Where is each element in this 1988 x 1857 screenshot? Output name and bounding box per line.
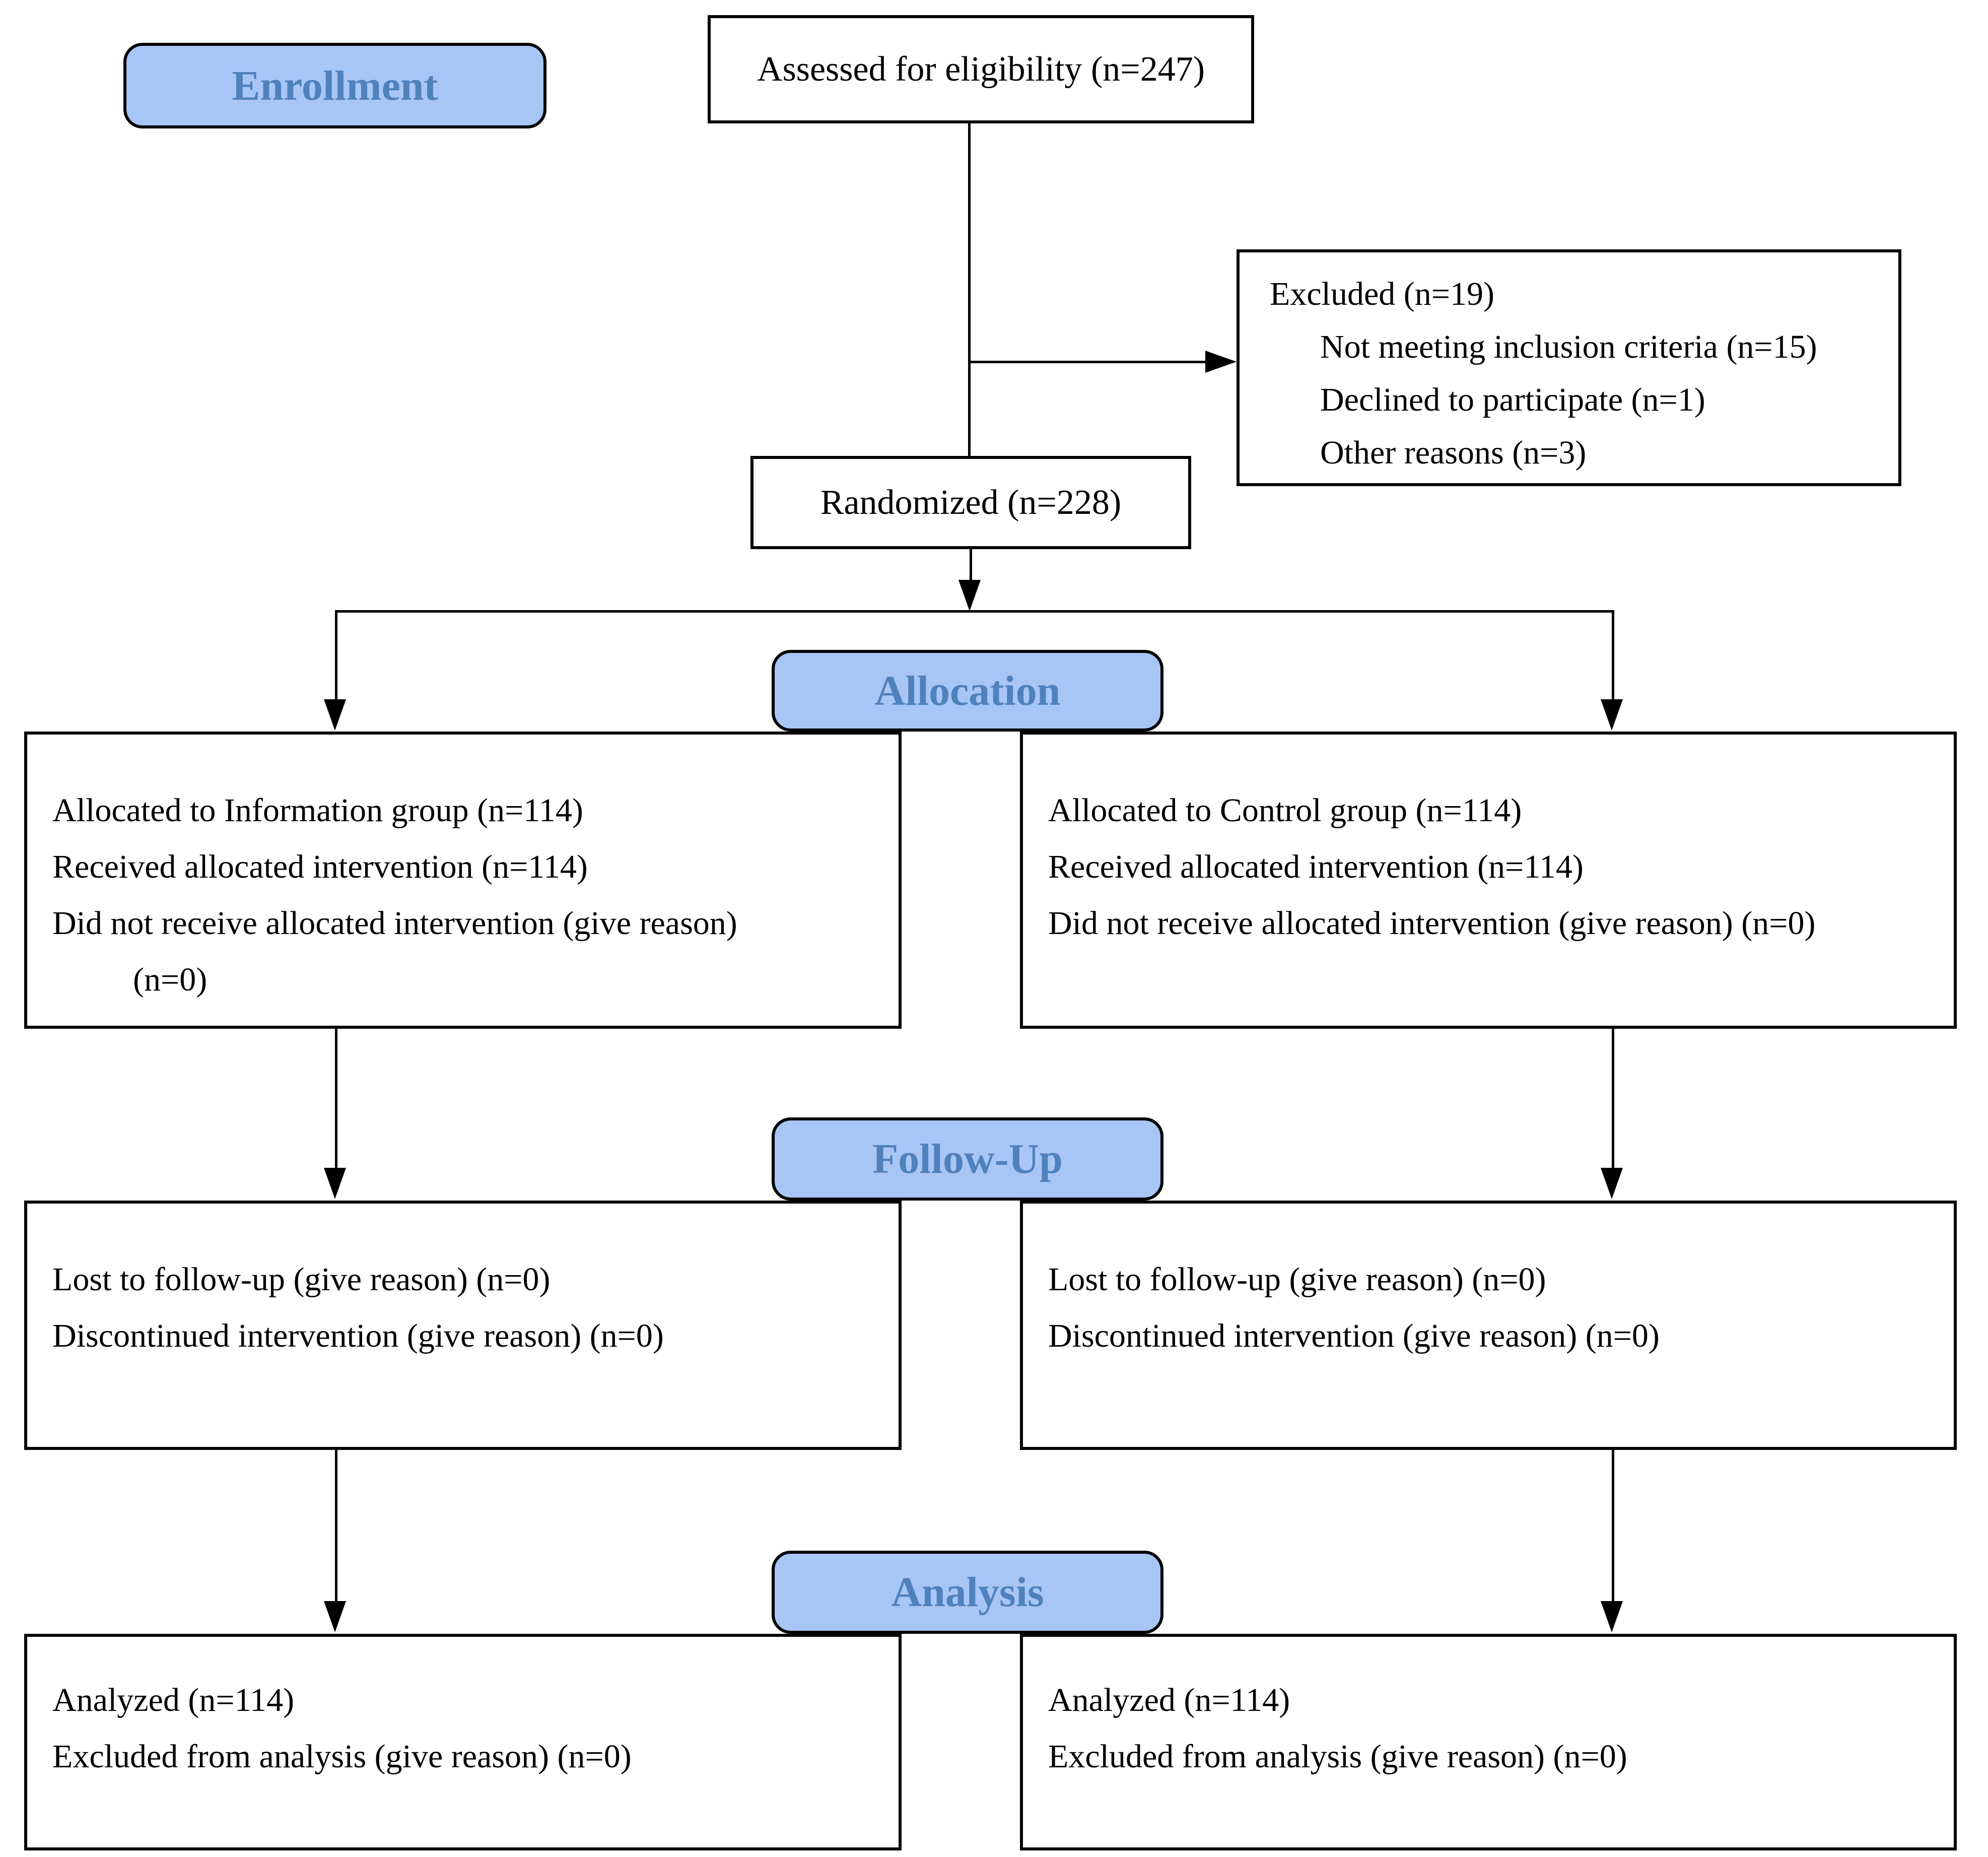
arrowhead-into-analysis-right bbox=[1601, 1601, 1623, 1632]
allocation-left-box: Allocated to Information group (n=114) R… bbox=[24, 732, 902, 1029]
followup-left-line: Discontinued intervention (give reason) … bbox=[52, 1317, 664, 1354]
analysis-right-box: Analyzed (n=114) Excluded from analysis … bbox=[1020, 1634, 1957, 1850]
allocation-right-line: Did not receive allocated intervention (… bbox=[1048, 905, 1816, 942]
stage-box-analysis: Analysis bbox=[772, 1551, 1163, 1634]
arrowhead-randomized-branch bbox=[958, 580, 981, 611]
excluded-box: Excluded (n=19) Not meeting inclusion cr… bbox=[1237, 249, 1901, 486]
excluded-item: Not meeting inclusion criteria (n=15) bbox=[1320, 328, 1817, 365]
allocation-left-line: Allocated to Information group (n=114) bbox=[52, 792, 583, 829]
followup-right-line: Lost to follow-up (give reason) (n=0) bbox=[1048, 1261, 1546, 1298]
arrowhead-into-excluded bbox=[1205, 351, 1237, 373]
arrowhead-into-followup-right bbox=[1601, 1168, 1623, 1199]
stage-box-allocation: Allocation bbox=[772, 650, 1163, 732]
allocation-left-line: Received allocated intervention (n=114) bbox=[52, 848, 588, 885]
line-allocation-to-followup-right bbox=[1612, 1029, 1614, 1170]
analysis-left-line: Excluded from analysis (give reason) (n=… bbox=[52, 1738, 632, 1775]
excluded-title: Excluded (n=19) bbox=[1270, 276, 1494, 312]
stage-label-follow-up: Follow-Up bbox=[872, 1136, 1063, 1182]
arrowhead-into-followup-left bbox=[324, 1168, 346, 1199]
line-followup-to-analysis-left bbox=[335, 1450, 337, 1602]
line-branch-left-drop bbox=[335, 610, 337, 701]
allocation-left-line: Did not receive allocated intervention (… bbox=[52, 905, 737, 942]
stage-box-follow-up: Follow-Up bbox=[772, 1117, 1163, 1201]
allocation-right-line: Allocated to Control group (n=114) bbox=[1048, 792, 1522, 829]
line-followup-to-analysis-right bbox=[1612, 1450, 1614, 1602]
arrowhead-into-allocation-right bbox=[1601, 699, 1623, 731]
allocation-right-box: Allocated to Control group (n=114) Recei… bbox=[1020, 732, 1957, 1029]
allocation-right-line: Received allocated intervention (n=114) bbox=[1048, 848, 1584, 885]
excluded-item: Other reasons (n=3) bbox=[1320, 434, 1587, 471]
arrowhead-into-analysis-left bbox=[324, 1601, 346, 1632]
allocation-left-continuation: (n=0) bbox=[133, 961, 208, 998]
line-branch-right-drop bbox=[1612, 610, 1614, 701]
assessed-box: Assessed for eligibility (n=247) bbox=[708, 15, 1254, 123]
analysis-left-line: Analyzed (n=114) bbox=[52, 1682, 295, 1718]
randomized-box: Randomized (n=228) bbox=[750, 456, 1191, 549]
stage-box-enrollment: Enrollment bbox=[123, 43, 546, 128]
analysis-right-line: Analyzed (n=114) bbox=[1048, 1682, 1290, 1718]
line-assessed-to-randomized bbox=[968, 123, 971, 456]
stage-label-allocation: Allocation bbox=[874, 667, 1061, 714]
followup-right-line: Discontinued intervention (give reason) … bbox=[1048, 1317, 1660, 1354]
line-branch bbox=[335, 610, 1614, 613]
stage-label-analysis: Analysis bbox=[891, 1569, 1044, 1616]
randomized-text: Randomized (n=228) bbox=[820, 483, 1122, 522]
stage-label-enrollment: Enrollment bbox=[232, 62, 438, 109]
excluded-item: Declined to participate (n=1) bbox=[1320, 381, 1705, 418]
followup-right-box: Lost to follow-up (give reason) (n=0) Di… bbox=[1020, 1201, 1957, 1450]
analysis-left-box: Analyzed (n=114) Excluded from analysis … bbox=[24, 1634, 902, 1850]
followup-left-line: Lost to follow-up (give reason) (n=0) bbox=[52, 1261, 551, 1298]
line-to-excluded bbox=[968, 361, 1206, 363]
analysis-right-line: Excluded from analysis (give reason) (n=… bbox=[1048, 1738, 1627, 1775]
arrowhead-into-allocation-left bbox=[324, 699, 346, 731]
line-allocation-to-followup-left bbox=[335, 1029, 337, 1170]
followup-left-box: Lost to follow-up (give reason) (n=0) Di… bbox=[24, 1201, 902, 1450]
assessed-text: Assessed for eligibility (n=247) bbox=[757, 49, 1205, 89]
line-randomized-down bbox=[970, 549, 972, 582]
